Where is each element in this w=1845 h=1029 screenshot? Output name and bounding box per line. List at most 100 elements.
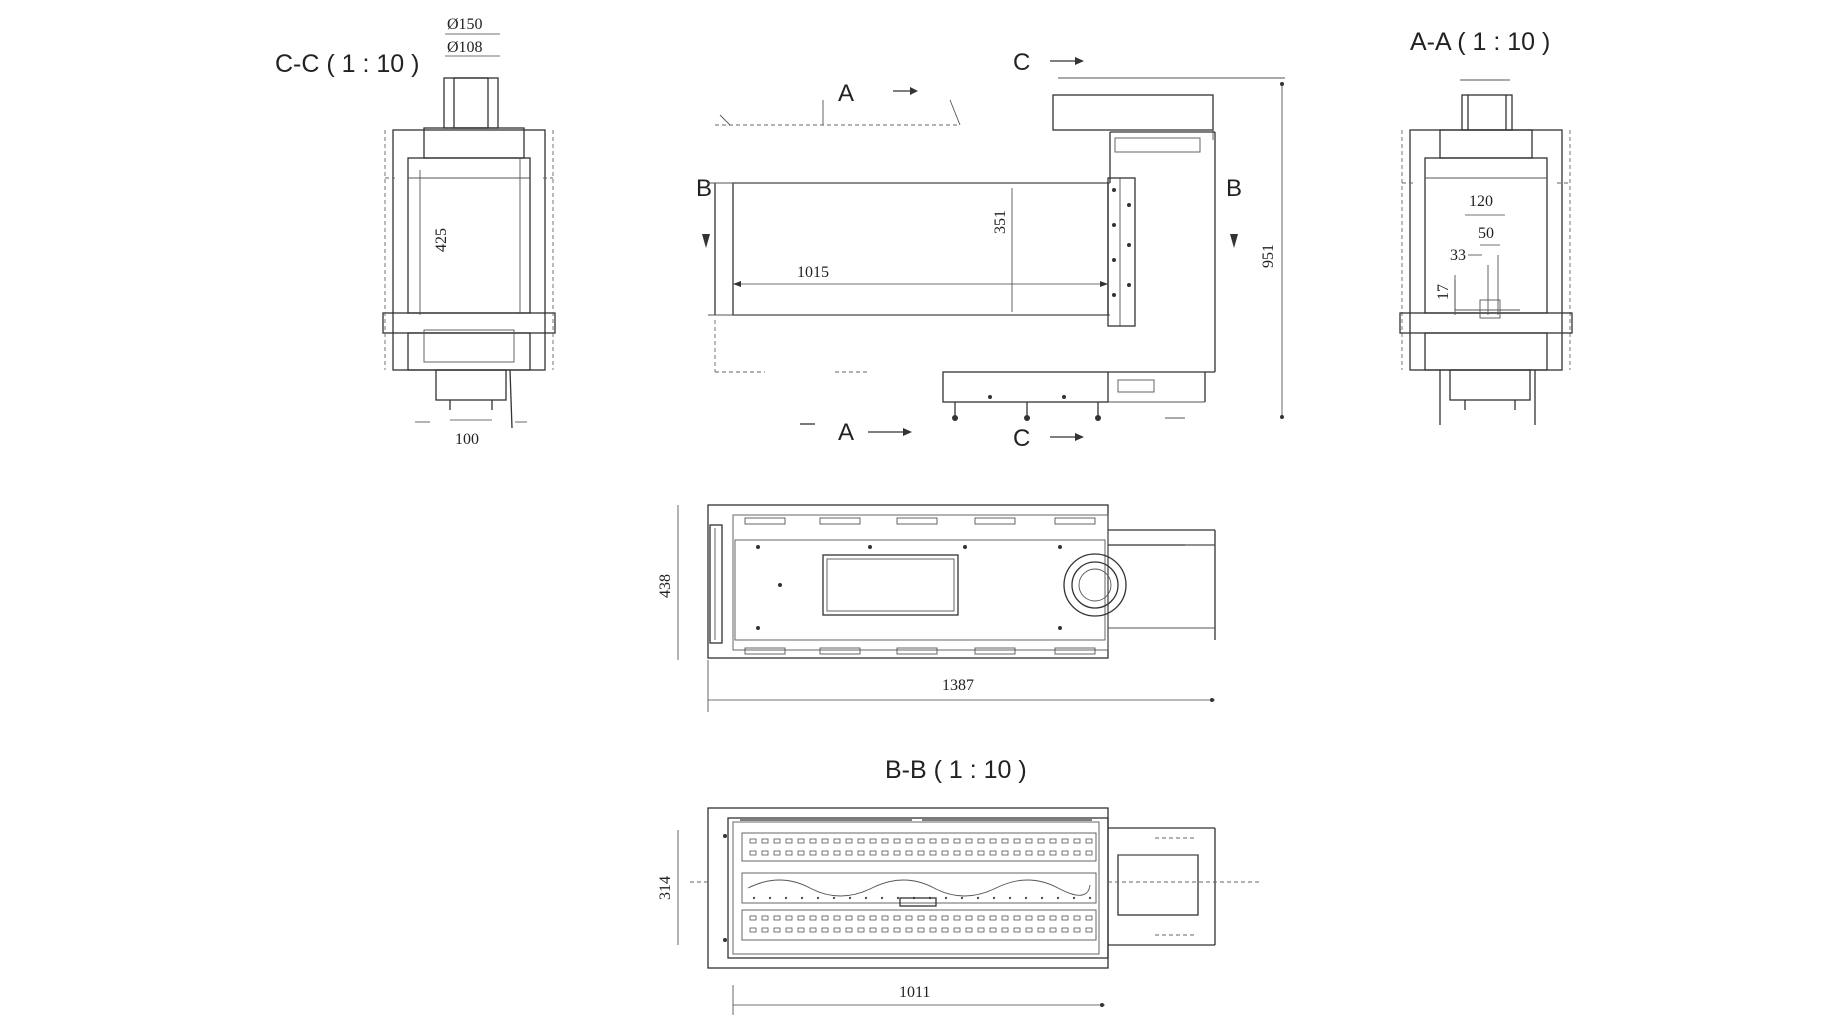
burner-port: [941, 838, 949, 844]
burner-port: [893, 838, 901, 844]
burner-hole: [848, 896, 852, 900]
burner-port: [785, 838, 793, 844]
burner-port: [821, 850, 829, 856]
marker-a-bottom: A: [838, 419, 854, 446]
section-aa-view: A-A ( 1 : 10 ) 120 50 33: [1399, 28, 1573, 425]
dim-glass-height: 351: [992, 210, 1009, 234]
section-cc-view: C-C ( 1 : 10 ) Ø150 Ø108 425: [275, 16, 556, 448]
dim-top-depth: 438: [657, 574, 674, 598]
burner-port: [833, 927, 841, 933]
burner-port: [977, 850, 985, 856]
burner-port: [1013, 838, 1021, 844]
dim-top-length: 1387: [942, 677, 974, 694]
burner-port: [833, 838, 841, 844]
burner-port: [881, 838, 889, 844]
burner-port: [809, 927, 817, 933]
burner-port: [1013, 850, 1021, 856]
burner-pattern: [749, 838, 1093, 933]
burner-port: [797, 915, 805, 921]
burner-hole: [768, 896, 772, 900]
burner-port: [1037, 838, 1045, 844]
burner-port: [1049, 915, 1057, 921]
burner-port: [881, 915, 889, 921]
burner-hole: [992, 896, 996, 900]
burner-port: [905, 927, 913, 933]
dim-aa-width: 120: [1469, 193, 1493, 210]
burner-port: [1013, 915, 1021, 921]
burner-port: [857, 915, 865, 921]
burner-port: [833, 915, 841, 921]
burner-hole: [784, 896, 788, 900]
dim-aa-low: 17: [1435, 284, 1452, 300]
burner-port: [821, 927, 829, 933]
burner-port: [761, 927, 769, 933]
burner-port: [941, 927, 949, 933]
burner-hole: [1024, 896, 1028, 900]
burner-hole: [960, 896, 964, 900]
burner-port: [941, 915, 949, 921]
marker-a-top: A: [838, 80, 854, 107]
burner-port: [965, 838, 973, 844]
burner-port: [1061, 927, 1069, 933]
burner-port: [773, 838, 781, 844]
burner-hole: [976, 896, 980, 900]
burner-port: [893, 927, 901, 933]
burner-port: [749, 915, 757, 921]
burner-port: [809, 838, 817, 844]
burner-port: [857, 838, 865, 844]
dim-flue-inner: Ø108: [447, 39, 483, 56]
burner-port: [773, 915, 781, 921]
burner-port: [845, 838, 853, 844]
burner-port: [857, 850, 865, 856]
burner-port: [917, 927, 925, 933]
burner-port: [905, 850, 913, 856]
burner-port: [1025, 915, 1033, 921]
burner-port: [1049, 927, 1057, 933]
burner-port: [1073, 850, 1081, 856]
burner-hole: [800, 896, 804, 900]
burner-hole: [1088, 896, 1092, 900]
burner-port: [881, 850, 889, 856]
burner-port: [785, 850, 793, 856]
burner-hole: [1072, 896, 1076, 900]
burner-hole: [1040, 896, 1044, 900]
burner-port: [1061, 850, 1069, 856]
burner-port: [869, 927, 877, 933]
burner-port: [797, 838, 805, 844]
burner-port: [809, 915, 817, 921]
burner-port: [1073, 927, 1081, 933]
burner-port: [761, 850, 769, 856]
burner-port: [977, 915, 985, 921]
burner-port: [1001, 915, 1009, 921]
burner-hole: [944, 896, 948, 900]
burner-port: [989, 927, 997, 933]
marker-b-right: B: [1226, 175, 1242, 202]
burner-port: [857, 927, 865, 933]
burner-port: [1049, 850, 1057, 856]
dim-aa-offset: 33: [1450, 247, 1466, 264]
burner-port: [881, 927, 889, 933]
section-bb-view: B-B ( 1 : 10 ) 314 101: [657, 756, 1260, 1015]
burner-hole: [896, 896, 900, 900]
burner-port: [869, 915, 877, 921]
burner-port: [941, 850, 949, 856]
burner-port: [1001, 838, 1009, 844]
burner-hole: [880, 896, 884, 900]
burner-hole: [752, 896, 756, 900]
burner-port: [797, 850, 805, 856]
burner-port: [989, 838, 997, 844]
burner-port: [1085, 838, 1093, 844]
burner-port: [953, 838, 961, 844]
dim-bb-width: 1011: [899, 984, 930, 1001]
burner-port: [929, 927, 937, 933]
burner-port: [929, 850, 937, 856]
burner-port: [761, 915, 769, 921]
burner-port: [929, 915, 937, 921]
burner-port: [989, 915, 997, 921]
burner-port: [1025, 838, 1033, 844]
burner-port: [977, 838, 985, 844]
burner-port: [977, 927, 985, 933]
dim-glass-width: 1015: [797, 264, 829, 281]
burner-port: [797, 927, 805, 933]
